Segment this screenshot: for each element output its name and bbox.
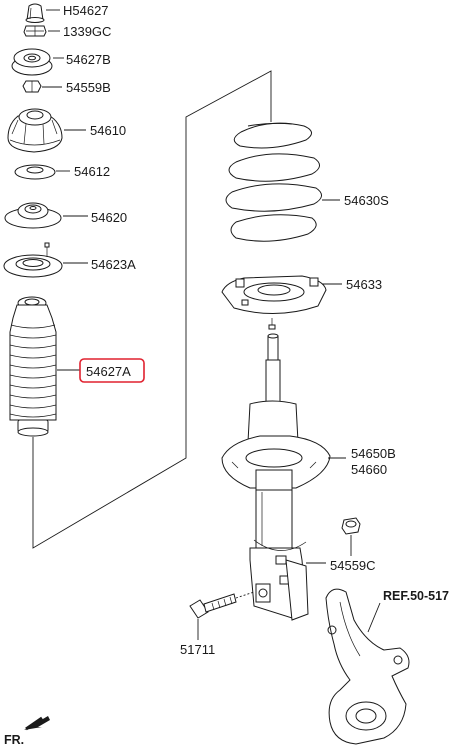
leader-ref xyxy=(367,602,381,633)
label-54627b: 54627B xyxy=(66,52,111,67)
label-54612: 54612 xyxy=(74,164,110,179)
highlight-box-54627a[interactable] xyxy=(79,358,145,383)
label-54660: 54660 xyxy=(351,462,387,477)
label-54559c: 54559C xyxy=(330,558,376,573)
label-54627a[interactable]: 54627A xyxy=(86,364,131,379)
label-ref[interactable]: REF.50-517 xyxy=(383,589,449,603)
seat-54620-part xyxy=(4,202,62,229)
label-fr: FR. xyxy=(4,733,24,747)
pad-54633-part xyxy=(221,275,327,330)
label-54620: 54620 xyxy=(91,210,127,225)
bearing-54612-part xyxy=(14,164,56,180)
front-arrow-icon xyxy=(24,716,50,731)
label-1339gc: 1339GC xyxy=(63,24,111,39)
boot-54627a-part xyxy=(9,296,57,437)
label-54650b: 54650B xyxy=(351,446,396,461)
leader-51711-dashed xyxy=(235,591,255,599)
nut-54559b-part xyxy=(22,80,42,93)
label-54623a: 54623A xyxy=(91,257,136,272)
mount-54610-part xyxy=(7,108,63,153)
pad-54623a-part xyxy=(3,242,63,278)
label-54630s: 54630S xyxy=(344,193,389,208)
label-51711: 51711 xyxy=(180,642,215,657)
label-h54627: H54627 xyxy=(63,3,109,18)
label-54610: 54610 xyxy=(90,123,126,138)
nut-54559c-part xyxy=(341,517,361,535)
spring-54630s-part xyxy=(225,122,322,242)
cap-h54627-part xyxy=(25,3,45,23)
strut-54650b-part xyxy=(221,333,331,621)
assembly-bracket-line xyxy=(32,70,272,549)
label-54633: 54633 xyxy=(346,277,382,292)
knuckle-ref-part xyxy=(325,588,410,745)
bolt-51711-part xyxy=(189,593,237,619)
label-54559b: 54559B xyxy=(66,80,111,95)
seat-54627b-part xyxy=(11,48,53,76)
nut-1339gc-part xyxy=(23,25,47,37)
